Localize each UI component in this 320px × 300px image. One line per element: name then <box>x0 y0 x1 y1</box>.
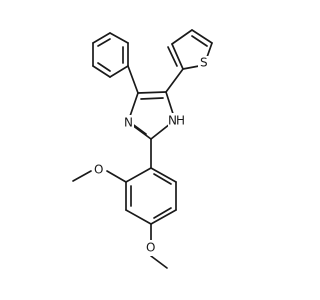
bond <box>191 29 213 44</box>
bond <box>150 167 177 183</box>
bond <box>127 65 139 94</box>
bond <box>125 209 152 225</box>
bond <box>171 29 193 45</box>
double-bond <box>153 173 172 185</box>
atom-oxygen-top: O <box>92 162 106 178</box>
molecule-structure: N N H S O O <box>72 29 213 269</box>
atom-nh: N H <box>168 113 188 128</box>
bond <box>171 43 184 70</box>
bond <box>150 209 177 225</box>
atom-oxygen-bottom: O <box>144 240 158 256</box>
bond <box>125 167 152 183</box>
atom-n-imine: N <box>122 115 134 130</box>
atom-label: N <box>168 114 177 128</box>
bond <box>150 255 168 269</box>
atom-label: N <box>124 116 133 130</box>
atom-sulfur: S <box>198 56 210 70</box>
double-bond <box>97 62 111 72</box>
dimethoxyphenyl-ring <box>125 167 177 225</box>
double-bond <box>140 97 164 100</box>
atom-label: O <box>94 163 103 177</box>
bond <box>92 32 111 44</box>
bond <box>106 170 127 183</box>
bond <box>165 68 184 93</box>
atom-label: O <box>146 241 155 255</box>
atom-label: S <box>200 56 208 70</box>
double-bond <box>167 46 178 67</box>
bond <box>109 32 129 44</box>
thiophene-ring <box>167 29 213 70</box>
bond <box>182 65 200 70</box>
double-bond <box>97 38 111 47</box>
bond <box>137 91 167 94</box>
bond <box>92 65 111 78</box>
double-bond <box>153 207 172 219</box>
double-bond <box>191 35 208 47</box>
bond <box>72 170 92 182</box>
bond <box>109 65 129 78</box>
atom-label: H <box>176 114 185 128</box>
phenyl-ring <box>92 32 129 78</box>
